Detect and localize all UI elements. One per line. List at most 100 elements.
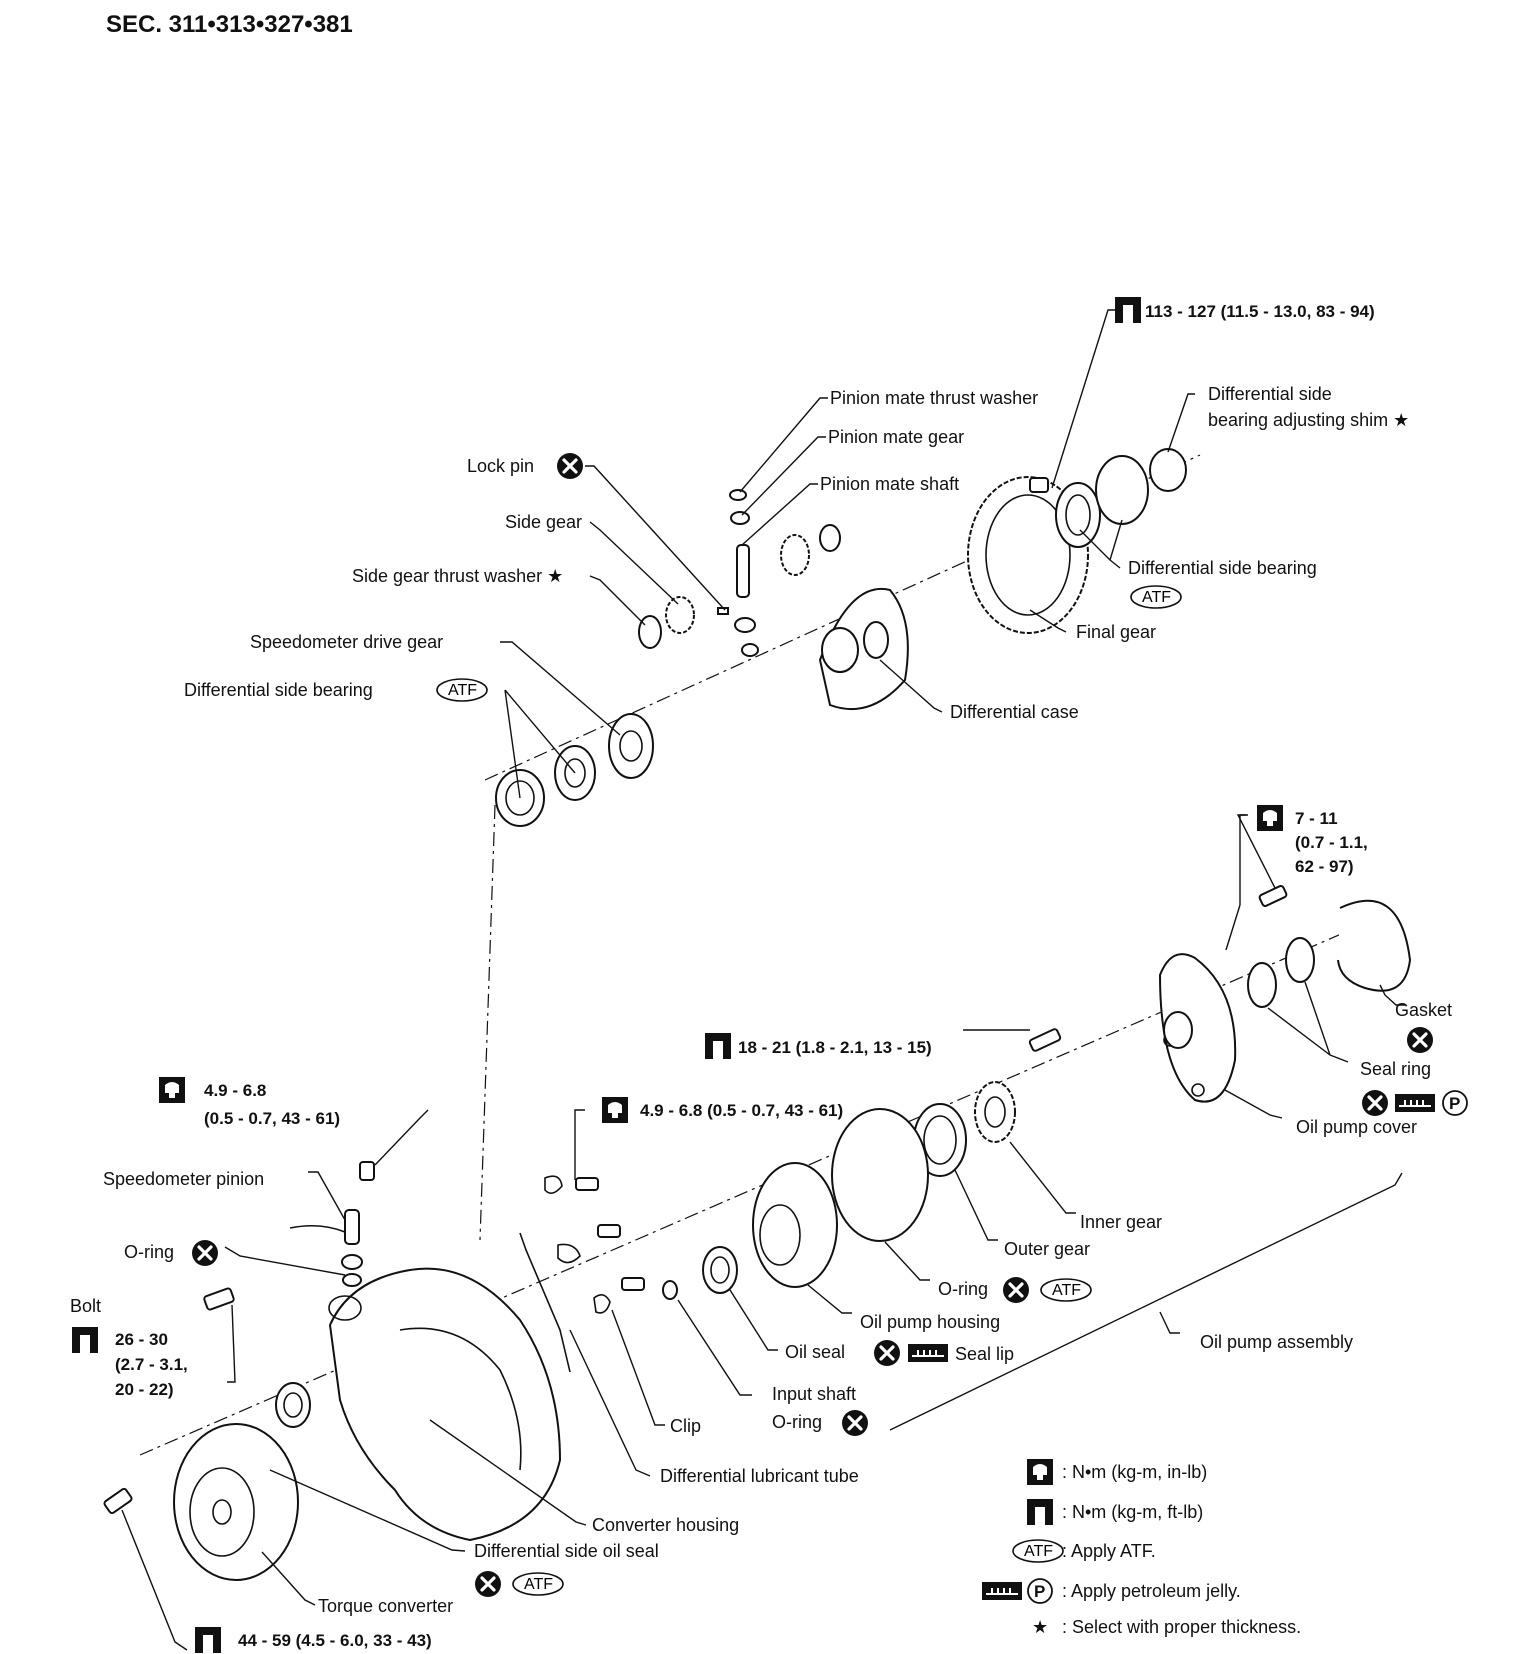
torque-ftlb-icon bbox=[705, 1033, 731, 1059]
pump-cover-bolt-torque: 18 - 21 (1.8 - 2.1, 13 - 15) bbox=[738, 1038, 932, 1057]
clip-bolt-parts bbox=[544, 1175, 645, 1291]
torque-ftlb-icon bbox=[1115, 297, 1141, 323]
diff-top-torque: 113 - 127 (11.5 - 13.0, 83 - 94) bbox=[1145, 302, 1375, 321]
final-gear-bolt bbox=[1029, 477, 1049, 493]
seal-ring-parts bbox=[1247, 937, 1315, 1008]
svg-text:ATF: ATF bbox=[1052, 1282, 1081, 1299]
side-gear-parts bbox=[638, 596, 695, 649]
housing-bolt-part bbox=[203, 1287, 235, 1311]
converter-bolt-part bbox=[103, 1487, 133, 1515]
label-side-gear: Side gear bbox=[505, 512, 582, 532]
svg-text:ATF: ATF bbox=[1024, 1543, 1053, 1560]
label-diff-lubricant-tube: Differential lubricant tube bbox=[660, 1466, 859, 1486]
oil-pump-housing-part bbox=[752, 1162, 838, 1288]
atf-icon: ATF bbox=[436, 678, 488, 702]
atf-icon: ATF bbox=[512, 1572, 564, 1596]
label-outer-gear: Outer gear bbox=[1004, 1239, 1090, 1259]
legend-nm-ftlb: : N•m (kg-m, ft-lb) bbox=[1062, 1502, 1203, 1522]
label-diff-side-oil-seal: Differential side oil seal bbox=[474, 1541, 659, 1561]
pump-bolt-torque-3: 62 - 97) bbox=[1295, 857, 1354, 876]
label-speedometer-pinion: Speedometer pinion bbox=[103, 1169, 264, 1189]
inner-gear-part bbox=[974, 1081, 1016, 1143]
diff-side-oil-seal-part bbox=[275, 1382, 311, 1428]
pump-bolt-torque-2: (0.7 - 1.1, bbox=[1295, 833, 1368, 852]
svg-text:ATF: ATF bbox=[448, 682, 477, 699]
atf-icon: ATF bbox=[1040, 1278, 1092, 1302]
replace-x-icon bbox=[872, 1338, 902, 1368]
label-differential-case: Differential case bbox=[950, 702, 1079, 722]
adjusting-shim-part bbox=[1149, 448, 1187, 492]
torque-ftlb-icon bbox=[195, 1627, 221, 1653]
diff-leaders bbox=[500, 309, 1195, 799]
label-seal-lip: Seal lip bbox=[955, 1344, 1014, 1364]
legend-select-thickness: : Select with proper thickness. bbox=[1062, 1617, 1301, 1637]
bolt-torque-3: 20 - 22) bbox=[115, 1380, 174, 1399]
label-torque-converter: Torque converter bbox=[318, 1596, 453, 1616]
pump-bolts bbox=[1028, 885, 1288, 1052]
legend-apply-atf: : Apply ATF. bbox=[1062, 1541, 1156, 1561]
atf-icon: ATF bbox=[1130, 585, 1182, 609]
label-input-shaft-2: O-ring bbox=[772, 1412, 822, 1432]
label-speedometer-drive-gear: Speedometer drive gear bbox=[250, 632, 443, 652]
label-diff-side-bearing-left: Differential side bearing bbox=[184, 680, 373, 700]
replace-x-icon bbox=[1405, 1025, 1435, 1055]
pinion-mate-parts bbox=[717, 489, 841, 657]
bolt-torque-1: 26 - 30 bbox=[115, 1330, 168, 1349]
torque-inlb-icon bbox=[159, 1077, 185, 1103]
label-clip: Clip bbox=[670, 1416, 701, 1436]
speedo-torque-1: 4.9 - 6.8 bbox=[204, 1081, 266, 1100]
label-adjusting-shim-1: Differential side bbox=[1208, 384, 1332, 404]
gasket-part bbox=[1337, 899, 1412, 992]
svg-text:P: P bbox=[1034, 1582, 1045, 1601]
label-o-ring-mid: O-ring bbox=[938, 1279, 988, 1299]
replace-x-icon bbox=[190, 1238, 220, 1268]
converter-bolt-torque: 44 - 59 (4.5 - 6.0, 33 - 43) bbox=[238, 1631, 432, 1650]
label-diff-side-bearing-right: Differential side bearing bbox=[1128, 558, 1317, 578]
label-seal-ring: Seal ring bbox=[1360, 1059, 1431, 1079]
petroleum-jelly-icon bbox=[1394, 1093, 1436, 1113]
lubricant-tube-part bbox=[519, 1232, 571, 1373]
legend-atf-icon: ATF bbox=[1012, 1539, 1064, 1563]
bearing-drop-line bbox=[479, 804, 496, 1241]
label-final-gear: Final gear bbox=[1076, 622, 1156, 642]
pump-leaders bbox=[121, 814, 1405, 1651]
clip-part bbox=[593, 1294, 611, 1314]
svg-text:P: P bbox=[1449, 1094, 1460, 1113]
replace-x-icon bbox=[555, 451, 585, 481]
torque-ftlb-icon bbox=[72, 1327, 98, 1353]
replace-x-icon bbox=[473, 1569, 503, 1599]
legend: : N•m (kg-m, in-lb) : N•m (kg-m, ft-lb) … bbox=[981, 1459, 1301, 1637]
section-title: SEC. 311•313•327•381 bbox=[106, 11, 353, 38]
clip-bolt-torque: 4.9 - 6.8 (0.5 - 0.7, 43 - 61) bbox=[640, 1101, 843, 1120]
input-shaft-o-ring-part bbox=[662, 1280, 678, 1300]
legend-torque-inlb-icon bbox=[1027, 1459, 1053, 1485]
replace-x-icon bbox=[840, 1408, 870, 1438]
label-side-gear-thrust-washer: Side gear thrust washer ★ bbox=[352, 566, 563, 586]
oil-pump-cover-part bbox=[1158, 953, 1237, 1103]
speedo-torque-2: (0.5 - 0.7, 43 - 61) bbox=[204, 1109, 340, 1128]
replace-x-icon bbox=[1001, 1275, 1031, 1305]
o-ring-mid-part bbox=[831, 1108, 929, 1242]
legend-apply-jelly: : Apply petroleum jelly. bbox=[1062, 1581, 1241, 1601]
legend-petroleum-p-icon: P bbox=[1027, 1578, 1053, 1604]
label-oil-pump-housing: Oil pump housing bbox=[860, 1312, 1000, 1332]
speedometer-pinion-part bbox=[289, 1161, 375, 1287]
label-bolt: Bolt bbox=[70, 1296, 101, 1316]
speedometer-drive-gear-part bbox=[608, 713, 654, 779]
torque-inlb-icon bbox=[1257, 805, 1283, 831]
bolt-torque-2: (2.7 - 3.1, bbox=[115, 1355, 188, 1374]
diff-side-bearing-right-part bbox=[1055, 455, 1149, 548]
legend-star-icon: ★ bbox=[1032, 1617, 1048, 1637]
converter-housing-part bbox=[328, 1267, 562, 1542]
svg-text:ATF: ATF bbox=[1142, 589, 1171, 606]
legend-nm-inlb: : N•m (kg-m, in-lb) bbox=[1062, 1462, 1207, 1482]
torque-converter-part bbox=[173, 1423, 299, 1581]
label-oil-seal: Oil seal bbox=[785, 1342, 845, 1362]
label-oil-pump-assembly: Oil pump assembly bbox=[1200, 1332, 1353, 1352]
svg-text:ATF: ATF bbox=[524, 1576, 553, 1593]
differential-case-part bbox=[818, 587, 909, 711]
replace-x-icon bbox=[1360, 1088, 1390, 1118]
legend-petroleum-jelly-icon bbox=[981, 1581, 1023, 1601]
label-pinion-mate-shaft: Pinion mate shaft bbox=[820, 474, 959, 494]
label-oil-pump-cover: Oil pump cover bbox=[1296, 1117, 1417, 1137]
